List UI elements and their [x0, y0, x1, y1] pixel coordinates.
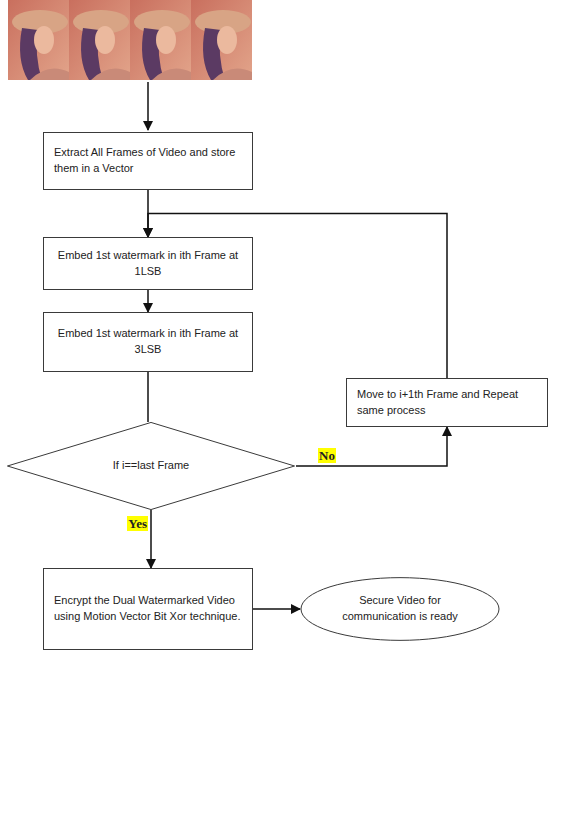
decision-diamond: If i==last Frame	[6, 422, 296, 510]
edge-label: No	[318, 448, 336, 463]
process-box: Embed 1st watermark in ith Frame at 1LSB	[43, 237, 253, 290]
process-box: Encrypt the Dual Watermarked Video using…	[43, 568, 253, 650]
flow-arrow	[150, 510, 152, 568]
node-text: Secure Video for communication is ready	[330, 593, 470, 625]
node-text: Embed 1st watermark in ith Frame at 1LSB	[54, 248, 242, 280]
terminal-ellipse: Secure Video for communication is ready	[300, 577, 500, 641]
ellipse-outline	[300, 577, 500, 641]
flow-arrow	[253, 608, 300, 610]
flow-arrow	[296, 427, 447, 466]
edge-label: Yes	[127, 516, 148, 531]
frame-strip	[8, 0, 252, 80]
input-arrow	[147, 82, 149, 130]
text-holder: Secure Video for communication is ready	[330, 593, 470, 625]
text-holder: If i==last Frame	[76, 458, 226, 474]
flow-arrow	[147, 372, 149, 422]
node-text: Encrypt the Dual Watermarked Video using…	[54, 593, 242, 625]
process-box: Embed 1st watermark in ith Frame at 3LSB	[43, 312, 253, 372]
node-text: If i==last Frame	[76, 458, 226, 474]
node-text: Extract All Frames of Video and store th…	[54, 145, 242, 177]
node-text: Embed 1st watermark in ith Frame at 3LSB	[54, 326, 242, 358]
process-box: Move to i+1th Frame and Repeat same proc…	[346, 378, 548, 427]
process-box: Extract All Frames of Video and store th…	[43, 132, 253, 190]
node-text: Move to i+1th Frame and Repeat same proc…	[357, 387, 537, 419]
flow-arrow	[147, 290, 149, 312]
